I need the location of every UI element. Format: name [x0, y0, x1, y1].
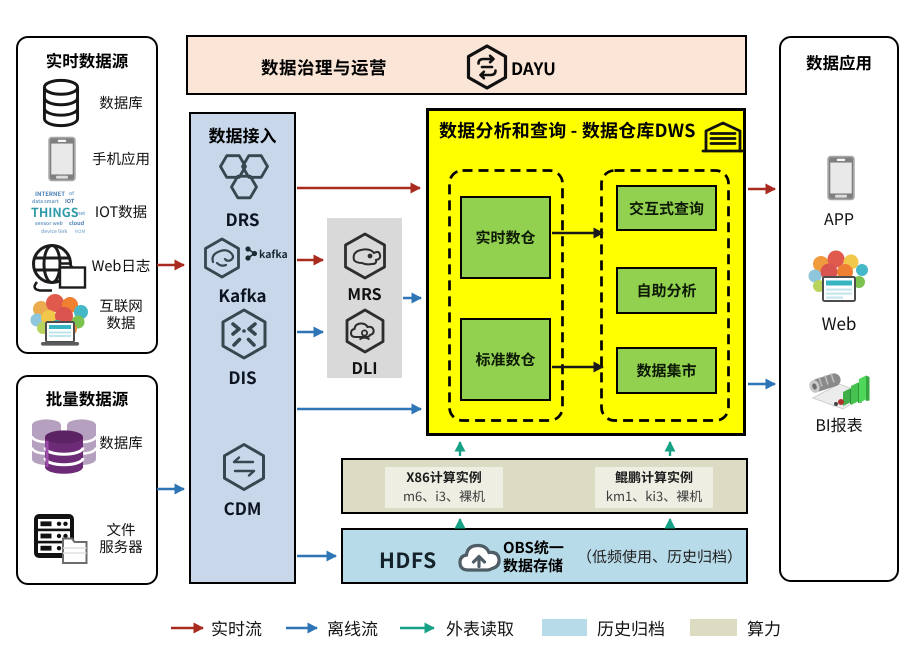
kunpeng-instances-title: 鲲鹏计算实例 [614, 467, 693, 486]
svg-text:cloud: cloud [69, 219, 85, 227]
storage-panel: HDFS OBS统一 数据存储 （低频使用、历史归档） [341, 528, 748, 584]
mrs-hexagon-icon [340, 232, 390, 285]
source-label: IOT数据 [94, 201, 148, 222]
dws-node-realtime: 实时数仓 [460, 196, 551, 279]
source-label: Web日志 [91, 255, 151, 276]
x86-instances-chip: X86计算实例 m6、i3、裸机 [385, 467, 503, 508]
source-label: 数据库 [99, 92, 143, 113]
dws-node-selfservice-analysis: 自助分析 [616, 267, 717, 314]
legend-external-read-label: 外表读取 [446, 615, 514, 640]
source-label: 文件 服务器 [99, 519, 143, 557]
governance-banner-title: 数据治理与运营 [261, 55, 387, 80]
bi-chart-icon [805, 360, 871, 415]
service-name: CDM [223, 495, 262, 520]
warehouse-icon [701, 119, 745, 160]
service-name: DRS [225, 206, 260, 231]
legend-archive-swatch [542, 619, 587, 636]
dws-panel: 数据分析和查询 - 数据仓库DWS 实时数仓 标准数仓 交互式查询 自助分析 数… [426, 108, 746, 436]
svg-text:sensor web: sensor web [35, 220, 63, 227]
web-browser-icon [807, 250, 871, 313]
file-server-icon [32, 512, 90, 571]
svg-text:IOT: IOT [65, 197, 75, 205]
source-label: 数据库 [99, 432, 143, 453]
compute-instances-panel: X86计算实例 m6、i3、裸机 鲲鹏计算实例 km1、ki3、裸机 [341, 458, 748, 514]
drs-hexagon-icon [215, 150, 273, 209]
dli-hexagon-icon [342, 308, 388, 359]
storage-note: （低频使用、历史归档） [577, 546, 743, 567]
applications-title: 数据应用 [806, 50, 872, 74]
service-name: DIS [228, 364, 257, 389]
dis-hexagon-icon [217, 307, 271, 366]
legend-compute-label: 算力 [747, 615, 781, 640]
dws-title: 数据分析和查询 - 数据仓库DWS [439, 117, 696, 143]
dayu-product-label: DAYU [511, 55, 556, 80]
svg-text:M2M: M2M [75, 229, 85, 235]
svg-text:THINGS: THINGS [31, 202, 79, 221]
compute-engines-panel: MRS DLI [327, 218, 402, 379]
realtime-sources-panel: 实时数据源 数据库 手机应用 INTERNET of data smart IO… [16, 36, 158, 354]
kunpeng-instances-chip: 鲲鹏计算实例 km1、ki3、裸机 [595, 467, 713, 508]
internet-cloud-icon [29, 292, 91, 353]
service-name: Kafka [218, 282, 267, 307]
iot-wordcloud-icon: INTERNET of data smart IOT THINGS net se… [29, 187, 91, 244]
governance-banner: 数据治理与运营 DAYU [186, 35, 747, 95]
source-label: 手机应用 [92, 148, 150, 169]
serving-group [600, 169, 730, 422]
svg-text:device link: device link [41, 228, 67, 235]
application-label: BI报表 [815, 412, 863, 436]
source-label: 互联网 数据 [99, 295, 143, 333]
cdm-hexagon-icon [219, 442, 269, 497]
batch-sources-title: 批量数据源 [45, 386, 129, 410]
kafka-hexagon-icon: kafka [201, 236, 288, 287]
x86-instances-spec: m6、i3、裸机 [402, 486, 486, 505]
dws-node-standard: 标准数仓 [460, 318, 551, 401]
database-icon [38, 76, 84, 135]
svg-text:data smart: data smart [32, 198, 60, 205]
hdfs-label: HDFS [379, 545, 437, 575]
dayu-hexagon-icon [464, 44, 510, 95]
database-stack-icon [28, 413, 100, 482]
svg-text:of: of [69, 190, 75, 197]
mobile-phone-icon [44, 135, 80, 188]
data-access-panel: 数据接入 DRS kafka Kafka DIS CDM [189, 112, 296, 584]
svg-text:net: net [77, 210, 86, 217]
x86-instances-title: X86计算实例 [406, 467, 482, 486]
legend-realtime-label: 实时流 [211, 615, 262, 640]
obs-cloud-icon [457, 539, 501, 582]
legend-compute-swatch [690, 619, 737, 636]
dws-node-interactive-query: 交互式查询 [616, 185, 717, 231]
globe-folder-icon [29, 241, 87, 300]
kunpeng-instances-spec: km1、ki3、裸机 [605, 486, 703, 505]
application-label: APP [824, 206, 854, 230]
obs-label: OBS统一 数据存储 [503, 537, 564, 576]
svg-text:kafka: kafka [259, 247, 287, 262]
dws-node-data-mart: 数据集市 [616, 347, 717, 394]
service-name: DLI [351, 355, 378, 379]
legend-offline-label: 离线流 [327, 615, 378, 640]
service-name: MRS [347, 281, 382, 305]
applications-panel: 数据应用 APP Web BI报表 [779, 36, 899, 582]
application-label: Web [821, 310, 857, 335]
realtime-sources-title: 实时数据源 [45, 48, 129, 72]
mobile-phone-icon [823, 154, 859, 207]
batch-sources-panel: 批量数据源 数据库 文件 服务器 [16, 375, 158, 585]
data-access-title: 数据接入 [208, 122, 277, 147]
legend-archive-label: 历史归档 [597, 615, 665, 640]
svg-text:INTERNET: INTERNET [35, 189, 65, 198]
